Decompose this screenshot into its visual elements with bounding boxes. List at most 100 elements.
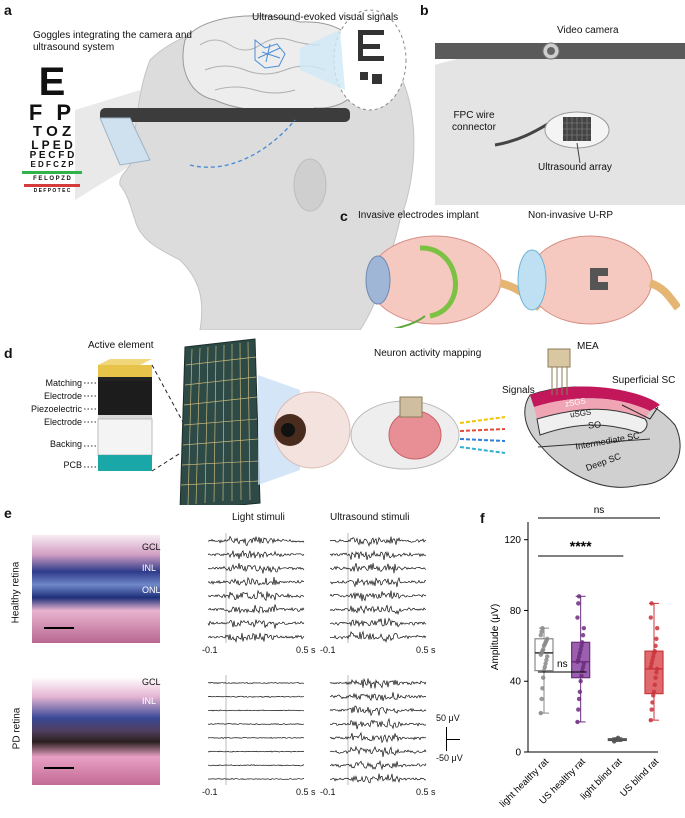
time-start-4: -0.1 bbox=[320, 787, 336, 797]
panel-b: Video camera FPC wire connector Ultrasou… bbox=[435, 25, 685, 205]
spike-trace bbox=[329, 731, 427, 744]
spike-trace bbox=[207, 589, 305, 602]
array-grid bbox=[180, 341, 260, 505]
spike-trace bbox=[207, 736, 305, 739]
data-point bbox=[581, 661, 587, 666]
intermediate-boundary bbox=[537, 438, 651, 448]
electrode-wire bbox=[393, 315, 426, 328]
goggles-lens bbox=[99, 117, 151, 166]
time-end-2: 0.5 s bbox=[416, 645, 436, 655]
spike-trace bbox=[329, 677, 427, 689]
spike-trace bbox=[329, 692, 427, 702]
electrode-bottom bbox=[98, 415, 152, 419]
data-point bbox=[576, 654, 582, 659]
ultrasound-array-grid bbox=[563, 117, 591, 141]
superficial-sc-label: Superficial SC bbox=[612, 375, 676, 386]
spike-trace bbox=[207, 764, 305, 767]
spike-trace bbox=[329, 536, 427, 547]
layer-label-electrode-2: Electrode bbox=[43, 417, 82, 427]
spike-trace bbox=[207, 604, 305, 614]
time-start-1: -0.1 bbox=[202, 645, 218, 655]
x-tick-label: US blind rat bbox=[618, 756, 661, 799]
spike-trace bbox=[207, 563, 305, 574]
evoked-pattern-c bbox=[590, 268, 608, 290]
scale-bar-horizontal bbox=[446, 739, 460, 740]
data-point bbox=[648, 664, 653, 670]
data-point bbox=[651, 654, 656, 659]
spike-trace bbox=[329, 576, 427, 588]
y-tick-label: 120 bbox=[504, 535, 521, 546]
data-point bbox=[541, 647, 546, 652]
spike-trace bbox=[329, 563, 427, 574]
active-element-label: Active element bbox=[88, 340, 154, 351]
data-point bbox=[580, 633, 586, 638]
data-point bbox=[579, 673, 584, 679]
healthy-inl: INL bbox=[142, 563, 157, 573]
panel-a: E F P T O Z L P E D P E C F D E D F C Z … bbox=[0, 0, 420, 331]
layer-label-backing: Backing bbox=[49, 439, 82, 449]
data-point bbox=[650, 657, 655, 663]
data-point bbox=[542, 664, 547, 670]
data-point bbox=[649, 707, 654, 712]
goggles-band bbox=[100, 108, 350, 122]
sc-label-so: SO bbox=[587, 419, 602, 431]
layer-labels: Matching Electrode Piezoelectric Electro… bbox=[24, 377, 82, 429]
eye-chart-row-2: F P bbox=[28, 100, 76, 125]
data-point bbox=[652, 648, 657, 654]
data-point bbox=[543, 661, 548, 666]
panel-d-illustration bbox=[84, 338, 681, 505]
electrode-implant bbox=[419, 245, 458, 319]
eye-chart-row-5: P E C F D bbox=[29, 150, 75, 161]
data-point bbox=[576, 707, 581, 712]
eye-chart-row-6: E D F C Z P bbox=[30, 160, 74, 169]
layer-label-piezoelectric: Piezoelectric bbox=[30, 404, 82, 414]
eye-chart-row-7: F E L O P Z D bbox=[33, 176, 71, 182]
data-point bbox=[654, 670, 659, 675]
panel-d-label: d bbox=[4, 345, 13, 361]
signals-caption: Ultrasound-evoked visual signals bbox=[252, 12, 399, 23]
data-point bbox=[541, 675, 546, 680]
eye-chart: E F P T O Z L P E D P E C F D E D F C Z … bbox=[18, 62, 86, 194]
scale-bottom-label: -50 μV bbox=[436, 753, 463, 763]
data-point bbox=[576, 696, 582, 702]
data-point bbox=[545, 636, 550, 641]
light-stimuli-title: Light stimuli bbox=[232, 512, 285, 523]
data-point bbox=[655, 625, 660, 631]
data-point bbox=[578, 647, 583, 652]
eye-chart-row-4: L P E D bbox=[31, 138, 73, 152]
electrode-probe-d bbox=[399, 396, 423, 418]
spike-trace bbox=[207, 619, 305, 629]
data-point bbox=[580, 640, 585, 645]
spike-trace bbox=[207, 695, 305, 698]
data-point bbox=[576, 601, 581, 606]
data-point bbox=[648, 615, 653, 620]
time-end-1: 0.5 s bbox=[296, 645, 316, 655]
data-point bbox=[539, 696, 544, 702]
data-point bbox=[615, 735, 621, 741]
eye-chart-row-1: E bbox=[38, 60, 66, 104]
mea-shanks bbox=[551, 367, 568, 395]
data-point bbox=[651, 693, 656, 698]
data-point bbox=[538, 633, 543, 638]
spike-trace bbox=[207, 777, 305, 780]
eye-chart-green-line bbox=[22, 171, 82, 174]
pcb-layer bbox=[98, 455, 152, 471]
panel-f-label: f bbox=[480, 510, 485, 526]
panel-b-label: b bbox=[420, 2, 429, 18]
spike-trace bbox=[329, 617, 427, 628]
panel-d: Active element Matching Electrode Piezoe… bbox=[0, 335, 685, 505]
scale-top-label: 50 μV bbox=[436, 713, 460, 723]
mea-probe bbox=[547, 348, 571, 368]
video-camera-label: Video camera bbox=[557, 25, 619, 36]
healthy-gcl: GCL bbox=[142, 542, 161, 552]
spike-trace bbox=[329, 630, 427, 644]
time-end-4: 0.5 s bbox=[416, 787, 436, 797]
matching-top bbox=[98, 359, 152, 365]
data-point bbox=[578, 679, 583, 684]
eye-chart-row-8: D E F P O T E C bbox=[33, 188, 71, 194]
spike-trace bbox=[207, 750, 305, 753]
healthy-histology bbox=[32, 535, 160, 643]
data-point bbox=[575, 615, 580, 620]
spike-trace bbox=[329, 717, 427, 730]
